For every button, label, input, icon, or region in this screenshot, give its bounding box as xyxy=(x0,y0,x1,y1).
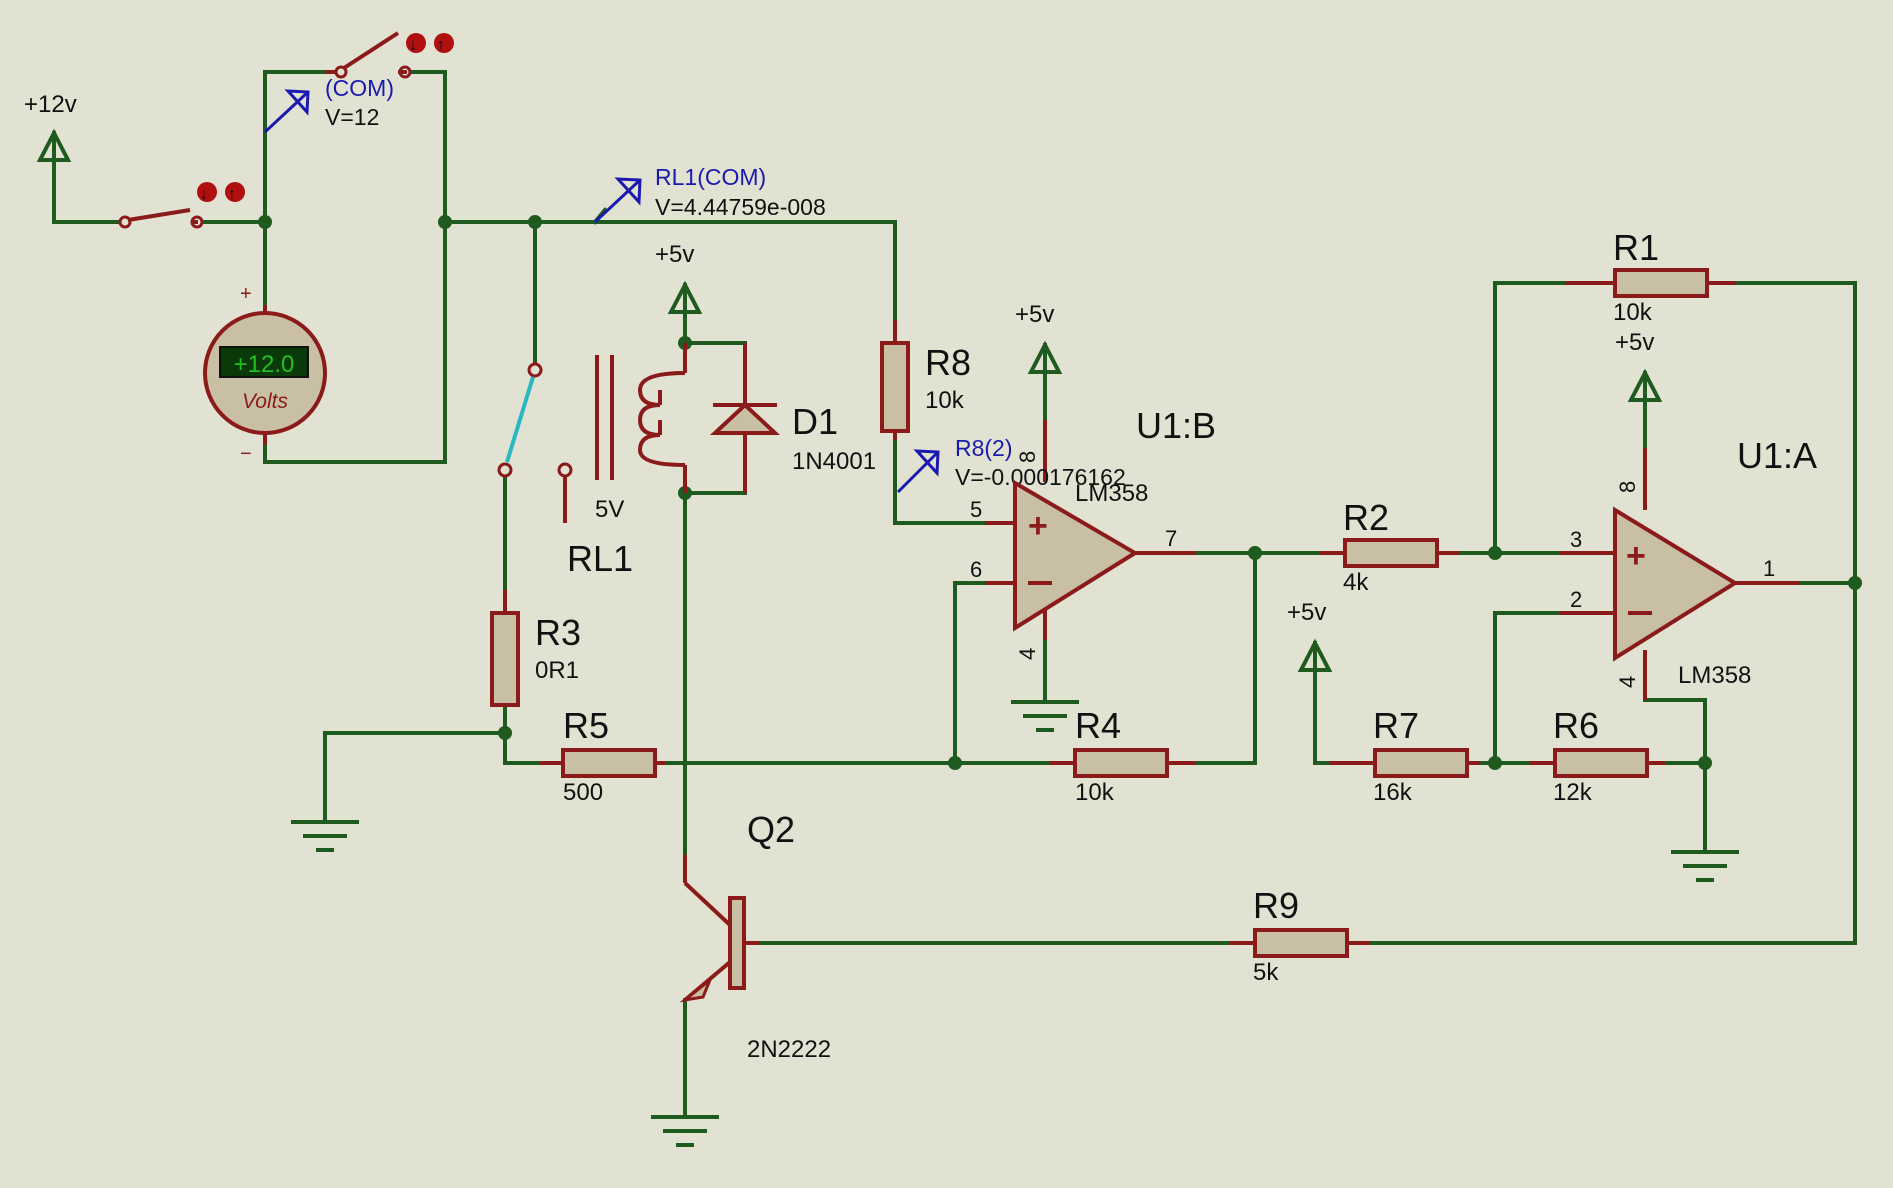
u1a-pin4: 4 xyxy=(1615,676,1640,688)
r8-value: 10k xyxy=(925,387,965,414)
probe-rl1-value: V=4.44759e-008 xyxy=(655,194,826,220)
switch-2[interactable] xyxy=(325,31,412,79)
r9-name: R9 xyxy=(1253,885,1299,926)
resistor-r9: R9 5k xyxy=(1230,885,1370,986)
switch-1-down-button[interactable]: ↓ xyxy=(197,182,217,203)
plus12v-terminal: +12v xyxy=(24,91,77,162)
plus5v-label-r7: +5v xyxy=(1287,599,1326,626)
pin-stubs xyxy=(120,220,1800,700)
plus5v-label-u1a: +5v xyxy=(1615,329,1654,356)
voltage-probe-com[interactable]: (COM) V=12 xyxy=(263,75,394,134)
r3-name: R3 xyxy=(535,612,581,653)
ground-symbol-r3 xyxy=(291,820,359,852)
r1-name: R1 xyxy=(1613,227,1659,268)
r7-name: R7 xyxy=(1373,705,1419,746)
u1b-pin8: 8 xyxy=(1015,451,1040,463)
resistor-r4: R4 10k xyxy=(1050,705,1195,806)
u1b-pin4: 4 xyxy=(1015,648,1040,660)
r5-value: 500 xyxy=(563,779,603,806)
u1a-part: LM358 xyxy=(1678,662,1751,689)
plus5v-terminal-u1b: +5v xyxy=(1015,301,1063,380)
u1b-name: U1:B xyxy=(1136,405,1216,446)
svg-text:↓: ↓ xyxy=(200,186,208,203)
resistor-r1: R1 10k xyxy=(1565,227,1735,326)
resistor-r5: R5 500 xyxy=(540,705,665,806)
switch-1-up-button[interactable]: ↑ xyxy=(225,182,245,203)
svg-text:↑: ↑ xyxy=(228,186,236,203)
resistor-r3: R3 0R1 xyxy=(490,590,581,707)
probe-r8-name: R8(2) xyxy=(955,435,1013,461)
relay-value: 5V xyxy=(595,496,624,523)
u1a-name: U1:A xyxy=(1737,435,1817,476)
diode-d1: D1 1N4001 xyxy=(709,343,876,493)
r9-value: 5k xyxy=(1253,959,1279,986)
u1b-pin7: 7 xyxy=(1165,526,1177,551)
u1a-pin3: 3 xyxy=(1570,527,1582,552)
relay-name: RL1 xyxy=(567,538,633,579)
resistor-r8: R8 10k xyxy=(880,320,971,440)
plus5v-terminal-r7: +5v xyxy=(1287,599,1333,680)
u1b-plus-sign: + xyxy=(1028,507,1048,545)
plus5v-terminal-u1a: +5v xyxy=(1615,329,1663,407)
switch-2-up-button[interactable]: ↑ xyxy=(434,33,454,54)
u1a-pin1: 1 xyxy=(1763,556,1775,581)
r2-value: 4k xyxy=(1343,569,1369,596)
r2-name: R2 xyxy=(1343,497,1389,538)
voltage-probe-r8[interactable]: R8(2) V=-0.000176162 xyxy=(896,435,1126,494)
r3-value: 0R1 xyxy=(535,657,579,684)
resistor-r6: R6 12k xyxy=(1530,705,1665,806)
u1a-pin2: 2 xyxy=(1570,587,1582,612)
relay-rl1: 5V RL1 xyxy=(497,343,687,579)
probe-rl1-name: RL1(COM) xyxy=(655,164,766,190)
probe-com-value: V=12 xyxy=(325,104,379,130)
ground-symbol-u1b xyxy=(1011,700,1079,732)
r4-name: R4 xyxy=(1075,705,1121,746)
junctions xyxy=(258,215,1862,770)
transistor-q2: Q2 2N2222 xyxy=(679,809,831,1063)
r4-value: 10k xyxy=(1075,779,1115,806)
switch-2-down-button[interactable]: ↓ xyxy=(406,33,426,54)
resistor-r2: R2 4k xyxy=(1320,497,1460,596)
plus5v-terminal-relay: +5v xyxy=(655,241,703,322)
ground-symbol-q2 xyxy=(651,1115,719,1147)
wires xyxy=(52,70,1857,1117)
voltmeter-reading: +12.0 xyxy=(234,351,295,378)
r5-name: R5 xyxy=(563,705,609,746)
diode-name: D1 xyxy=(792,401,838,442)
resistor-r7: R7 16k xyxy=(1330,705,1480,806)
diode-value: 1N4001 xyxy=(792,448,876,475)
q2-name: Q2 xyxy=(747,809,795,850)
voltmeter: +12.0 Volts + − xyxy=(203,283,327,465)
ground-symbol-u1a xyxy=(1671,850,1739,882)
voltmeter-plus: + xyxy=(240,283,252,305)
u1b-pin6: 6 xyxy=(970,557,982,582)
r6-value: 12k xyxy=(1553,779,1593,806)
u1a-plus-sign: + xyxy=(1626,537,1646,575)
opamp-u1b: + U1:B LM358 5 6 7 8 4 xyxy=(970,405,1216,660)
r7-value: 16k xyxy=(1373,779,1413,806)
u1b-part: LM358 xyxy=(1075,480,1148,507)
probe-com-name: (COM) xyxy=(325,75,394,101)
r1-value: 10k xyxy=(1613,299,1653,326)
plus5v-label-u1b: +5v xyxy=(1015,301,1054,328)
r8-name: R8 xyxy=(925,342,971,383)
svg-text:↓: ↓ xyxy=(409,37,417,54)
switch-1[interactable] xyxy=(118,208,204,229)
voltmeter-minus: − xyxy=(240,443,252,465)
u1b-pin5: 5 xyxy=(970,497,982,522)
probe-r8-value: V=-0.000176162 xyxy=(955,464,1126,490)
voltage-probe-rl1[interactable]: RL1(COM) V=4.44759e-008 xyxy=(593,164,826,224)
svg-text:↑: ↑ xyxy=(437,37,445,54)
opamp-u1a: + U1:A LM358 3 2 1 8 4 xyxy=(1570,435,1817,689)
plus5v-label-relay: +5v xyxy=(655,241,694,268)
plus12v-label: +12v xyxy=(24,91,77,118)
r6-name: R6 xyxy=(1553,705,1599,746)
u1a-pin8: 8 xyxy=(1615,481,1640,493)
voltmeter-unit: Volts xyxy=(242,390,288,413)
q2-value: 2N2222 xyxy=(747,1036,831,1063)
